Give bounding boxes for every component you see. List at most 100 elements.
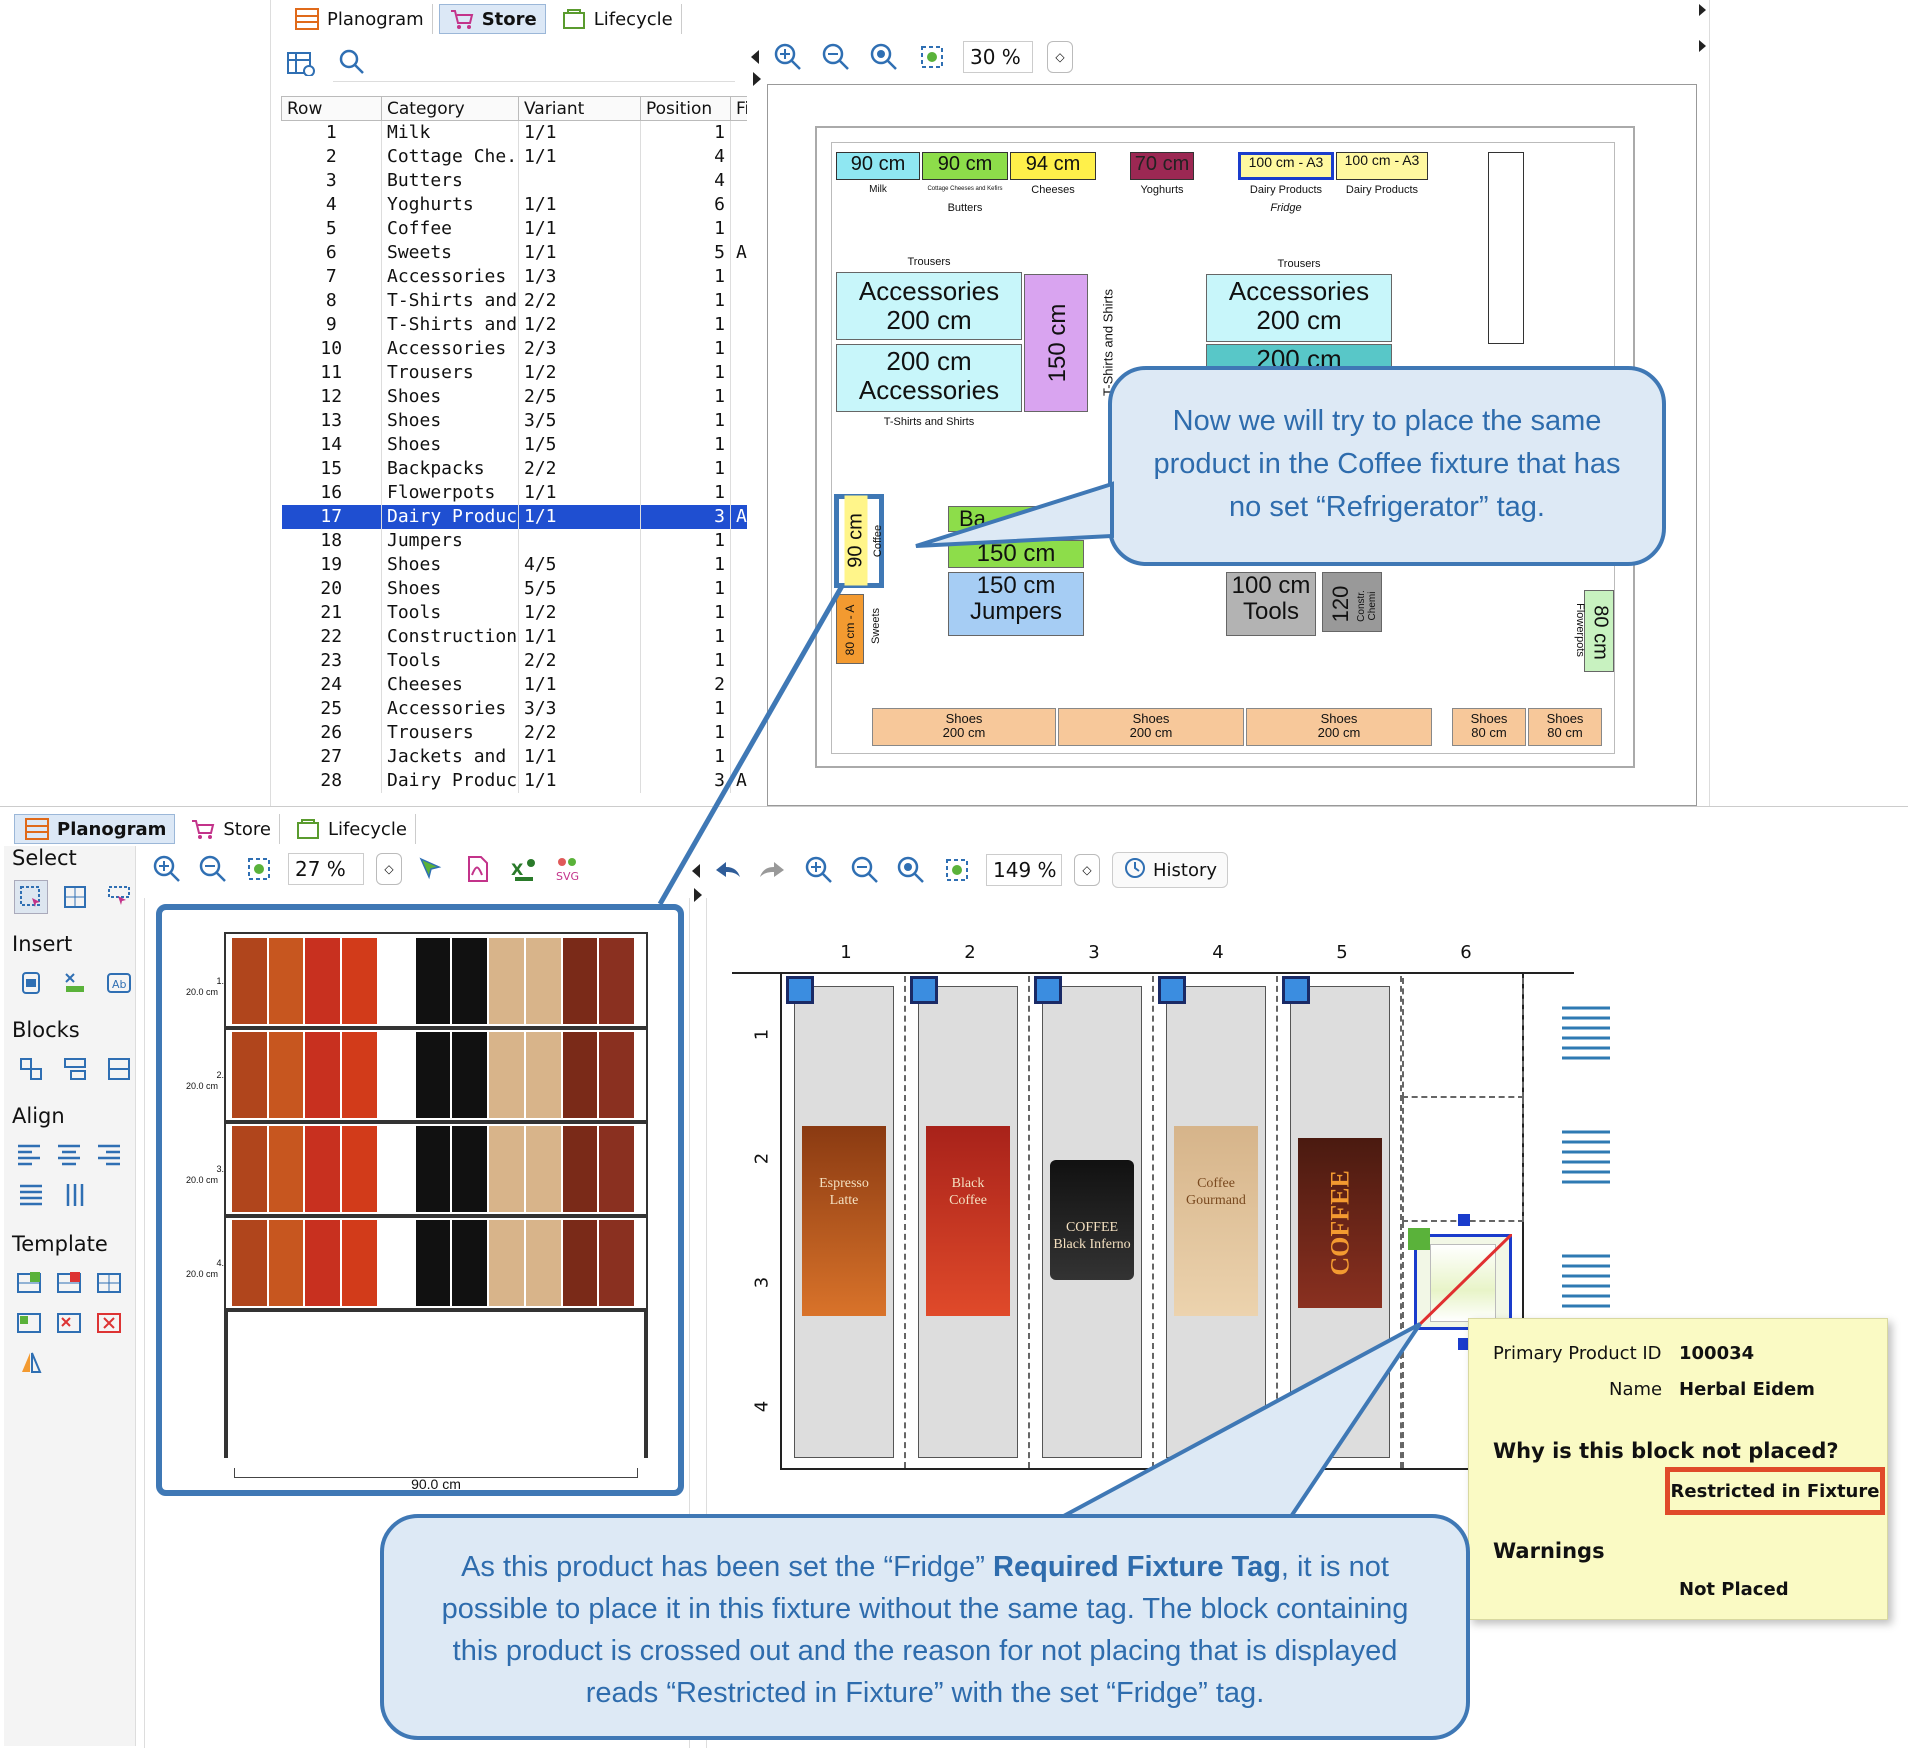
export-pdf-icon[interactable] bbox=[460, 852, 494, 886]
zoom-out-icon[interactable] bbox=[196, 852, 230, 886]
zoom-reset-icon[interactable] bbox=[867, 40, 901, 74]
insert-text-icon[interactable]: Ab bbox=[102, 966, 136, 1000]
export-svg-icon[interactable]: SVG bbox=[552, 852, 586, 886]
select-product-icon[interactable] bbox=[414, 852, 448, 886]
lasso-select-icon[interactable] bbox=[102, 880, 136, 914]
coffee-product[interactable]: COFFEE bbox=[1298, 1138, 1382, 1308]
column-header[interactable]: Fi bbox=[730, 96, 747, 121]
tab-planogram[interactable]: Planogram bbox=[285, 4, 433, 34]
tab-lifecycle[interactable]: Lifecycle bbox=[552, 4, 682, 34]
table-row[interactable]: 9T-Shirts and...1/21 bbox=[281, 312, 747, 337]
distribute-horizontal-icon[interactable] bbox=[14, 1178, 48, 1212]
block-move-icon[interactable] bbox=[14, 1052, 48, 1086]
zoom-out-icon[interactable] bbox=[848, 853, 882, 887]
zoom-input-right[interactable]: 149 % bbox=[986, 854, 1062, 886]
collapse-left-arrow[interactable] bbox=[751, 50, 759, 64]
fixture-preview[interactable] bbox=[224, 932, 648, 1458]
column-handle[interactable] bbox=[1158, 976, 1186, 1004]
undo-icon[interactable] bbox=[710, 853, 744, 887]
column-header[interactable]: Position bbox=[640, 96, 731, 121]
fixture-cottage[interactable]: 90 cm bbox=[922, 152, 1008, 180]
collapse-right-arrow-bottom[interactable] bbox=[694, 888, 702, 902]
mirror-icon[interactable] bbox=[14, 1346, 48, 1380]
zoom-in-icon[interactable] bbox=[150, 852, 184, 886]
fit-to-screen-icon[interactable] bbox=[940, 853, 974, 887]
block-split-icon[interactable] bbox=[58, 1052, 92, 1086]
fixture-empty-column[interactable] bbox=[1488, 152, 1524, 344]
zoom-stepper[interactable]: ◇ bbox=[1047, 41, 1073, 73]
fixture-sweets[interactable]: 80 cm - A bbox=[836, 594, 864, 664]
tab-store-bottom[interactable]: Store bbox=[181, 814, 280, 844]
fixture-accessories-4[interactable]: 200 cm bbox=[1206, 344, 1392, 368]
align-left-icon[interactable] bbox=[14, 1138, 44, 1172]
fixture-cheeses[interactable]: 94 cm bbox=[1010, 152, 1096, 180]
fixture-dairy-fridge[interactable]: 100 cm - A3 bbox=[1238, 152, 1334, 180]
redo-icon[interactable] bbox=[756, 853, 790, 887]
template-remove-icon[interactable] bbox=[54, 1266, 84, 1300]
history-button[interactable]: History bbox=[1112, 852, 1229, 888]
template-delete-icon[interactable] bbox=[54, 1306, 84, 1340]
column-handle[interactable] bbox=[1282, 976, 1310, 1004]
tab-lifecycle-bottom[interactable]: Lifecycle bbox=[286, 814, 416, 844]
column-header[interactable]: Variant bbox=[518, 96, 641, 121]
panel-arrow-right-2[interactable] bbox=[1699, 40, 1706, 52]
fixture-flowerpots[interactable]: 80 cm bbox=[1584, 590, 1614, 672]
zoom-reset-icon[interactable] bbox=[894, 853, 928, 887]
template-apply-icon[interactable] bbox=[14, 1306, 44, 1340]
tab-planogram-bottom[interactable]: Planogram bbox=[14, 814, 176, 844]
collapse-right-arrow[interactable] bbox=[753, 72, 761, 86]
zoom-input-left[interactable]: 27 % bbox=[288, 853, 364, 885]
column-header[interactable]: Row bbox=[281, 96, 382, 121]
search-input[interactable] bbox=[333, 48, 735, 82]
block-handle-bottom[interactable] bbox=[1458, 1338, 1470, 1350]
fit-to-screen-icon[interactable] bbox=[242, 852, 276, 886]
fixture-tshirts-vertical[interactable]: 150 cm T-Shirts and Shirts bbox=[1024, 274, 1116, 412]
zoom-in-icon[interactable] bbox=[802, 853, 836, 887]
table-settings-icon[interactable] bbox=[287, 50, 315, 81]
distribute-vertical-icon[interactable] bbox=[58, 1178, 92, 1212]
tab-store[interactable]: Store bbox=[438, 4, 546, 34]
fit-to-screen-icon[interactable] bbox=[915, 40, 949, 74]
column-handle[interactable] bbox=[1034, 976, 1062, 1004]
template-clear-icon[interactable] bbox=[94, 1306, 124, 1340]
grid-select-icon[interactable] bbox=[58, 880, 92, 914]
column-header[interactable]: Category bbox=[381, 96, 519, 121]
table-row[interactable]: 8T-Shirts and...2/21 bbox=[281, 288, 747, 313]
block-merge-icon[interactable] bbox=[102, 1052, 136, 1086]
zoom-out-icon[interactable] bbox=[819, 40, 853, 74]
fixture-coffee[interactable]: 90 cm Coffee bbox=[834, 494, 884, 588]
zoom-stepper-left[interactable]: ◇ bbox=[376, 853, 402, 885]
panel-arrow-right[interactable] bbox=[1699, 4, 1706, 16]
block-handle-top[interactable] bbox=[1458, 1214, 1470, 1226]
template-edit-icon[interactable] bbox=[94, 1266, 124, 1300]
column-handle[interactable] bbox=[910, 976, 938, 1004]
insert-fixture-icon[interactable] bbox=[58, 966, 92, 1000]
